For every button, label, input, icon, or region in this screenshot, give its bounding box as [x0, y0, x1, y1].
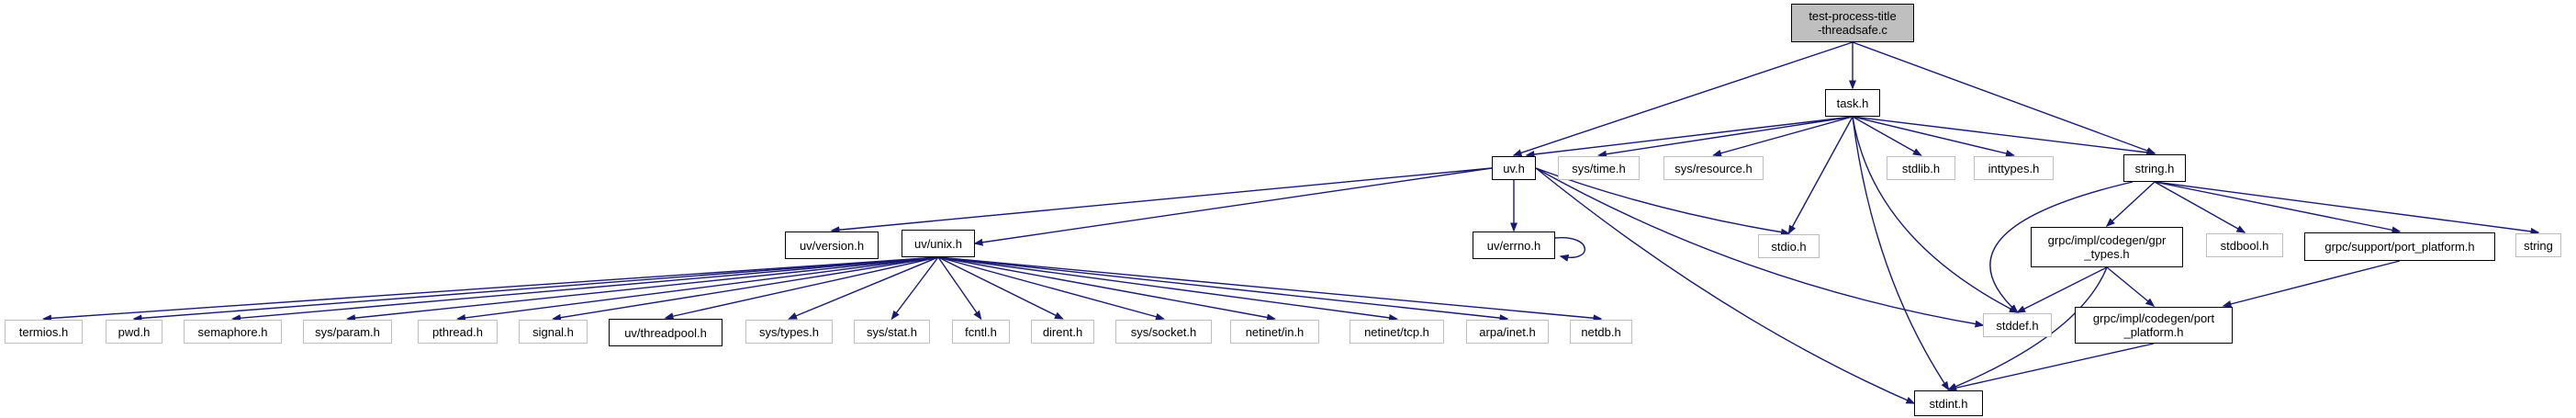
edge-stringh-to-stdbool: [2154, 181, 2246, 233]
graph-node-main[interactable]: test-process-title -threadsafe.c: [1791, 4, 1914, 42]
edge-gprtypes-to-codegenpp: [2106, 266, 2156, 307]
edge-gprtypes-to-stdint: [1947, 266, 2108, 390]
graph-node-stdbool: stdbool.h: [2206, 233, 2283, 257]
graph-node-sysstat: sys/stat.h: [854, 320, 930, 344]
edge-uvunix-to-pthread: [456, 256, 939, 322]
graph-node-termios: termios.h: [5, 320, 83, 344]
edge-uvunix-to-termios: [42, 256, 939, 322]
edge-stringh-to-supportpp: [2154, 181, 2402, 234]
graph-node-fcntl: fcntl.h: [952, 320, 1010, 344]
edge-uvunix-to-pwd: [132, 256, 939, 322]
edge-uvunix-to-signal: [552, 256, 939, 322]
edge-uvunix-to-threadpool: [664, 256, 939, 321]
edge-task-to-inttypes: [1852, 116, 2015, 157]
edge-uverrno-to-uverrno: [1554, 237, 1585, 262]
graph-node-pthread: pthread.h: [418, 320, 498, 344]
graph-node-systime: sys/time.h: [1558, 156, 1640, 180]
edge-codegenpp-to-stdint: [1947, 343, 2155, 392]
edge-uv-to-stddef: [1535, 167, 1985, 328]
edge-uv-to-stdint: [1535, 167, 1916, 404]
edge-uvunix-to-netinettcp: [937, 256, 1398, 322]
graph-node-uv[interactable]: uv.h: [1492, 156, 1536, 180]
edge-task-to-sysresource: [1712, 116, 1854, 157]
edge-gprtypes-to-stddef: [2016, 266, 2108, 313]
graph-node-uvversion[interactable]: uv/version.h: [785, 232, 879, 259]
graph-node-dirent: dirent.h: [1031, 320, 1094, 344]
graph-node-netinettcp: netinet/tcp.h: [1350, 320, 1444, 344]
edge-uvunix-to-fcntl: [937, 256, 982, 321]
edge-uvunix-to-netdb: [937, 256, 1603, 322]
graph-node-stdio: stdio.h: [1758, 234, 1820, 258]
graph-node-supportpp[interactable]: grpc/support/port_platform.h: [2304, 232, 2495, 261]
graph-node-netinetin: netinet/in.h: [1230, 320, 1319, 344]
graph-node-semaphore: semaphore.h: [184, 320, 282, 344]
graph-node-signal: signal.h: [519, 320, 588, 344]
graph-node-uvunix[interactable]: uv/unix.h: [902, 230, 975, 257]
edge-uvunix-to-semaphore: [231, 256, 939, 322]
edge-uv-to-uvunix: [973, 167, 1493, 246]
graph-node-uverrno[interactable]: uv/errno.h: [1473, 232, 1555, 259]
graph-node-task[interactable]: task.h: [1825, 89, 1880, 117]
graph-node-sysparam: sys/param.h: [303, 320, 392, 344]
graph-node-pwd: pwd.h: [106, 320, 162, 344]
edge-uvunix-to-sysstat: [890, 256, 939, 321]
edge-uvunix-to-netinetin: [937, 256, 1276, 322]
edge-task-to-stringh: [1852, 116, 2156, 156]
edge-stringh-to-stringcpp: [2154, 181, 2540, 235]
graph-node-threadpool[interactable]: uv/threadpool.h: [609, 319, 722, 346]
graph-node-inttypes: inttypes.h: [1974, 156, 2054, 180]
graph-node-sysresource: sys/resource.h: [1663, 156, 1764, 180]
graph-node-codegenpp[interactable]: grpc/impl/codegen/port _platform.h: [2075, 307, 2233, 344]
graph-node-arpainet: arpa/inet.h: [1466, 320, 1549, 344]
edge-task-to-stdlib: [1852, 116, 1922, 156]
graph-node-stringcpp: string: [2515, 233, 2561, 257]
edge-task-to-systime: [1597, 116, 1854, 158]
graph-node-stringh[interactable]: string.h: [2123, 154, 2186, 182]
graph-node-stdint[interactable]: stdint.h: [1914, 390, 1983, 416]
graph-node-stddef: stddef.h: [1983, 313, 2052, 337]
edge-supportpp-to-codegenpp: [2222, 260, 2401, 308]
edge-task-to-uv: [1525, 116, 1854, 158]
edge-task-to-stdint: [1852, 116, 1950, 391]
edge-task-to-stddef: [1852, 116, 2019, 313]
edge-stringh-to-gprtypes: [2105, 181, 2156, 228]
edge-uvunix-to-sysparam: [346, 256, 939, 322]
graph-node-systypes: sys/types.h: [745, 320, 833, 344]
graph-node-gprtypes[interactable]: grpc/impl/codegen/gpr _types.h: [2031, 227, 2183, 267]
edge-uvunix-to-dirent: [937, 256, 1064, 320]
graph-node-syssocket: sys/socket.h: [1115, 320, 1212, 344]
graph-node-stdlib: stdlib.h: [1887, 156, 1955, 180]
graph-node-netdb: netdb.h: [1570, 320, 1632, 344]
edge-task-to-stdio: [1787, 116, 1854, 235]
edge-uvunix-to-arpainet: [937, 256, 1509, 322]
edge-stringh-to-stddef: [1989, 181, 2134, 314]
edge-uvunix-to-systypes: [788, 256, 939, 320]
edge-main-to-uv: [1512, 41, 1854, 157]
edge-main-to-stringh: [1852, 41, 2156, 154]
edge-uv-to-uvversion: [830, 167, 1493, 234]
edge-uvunix-to-syssocket: [937, 256, 1165, 321]
